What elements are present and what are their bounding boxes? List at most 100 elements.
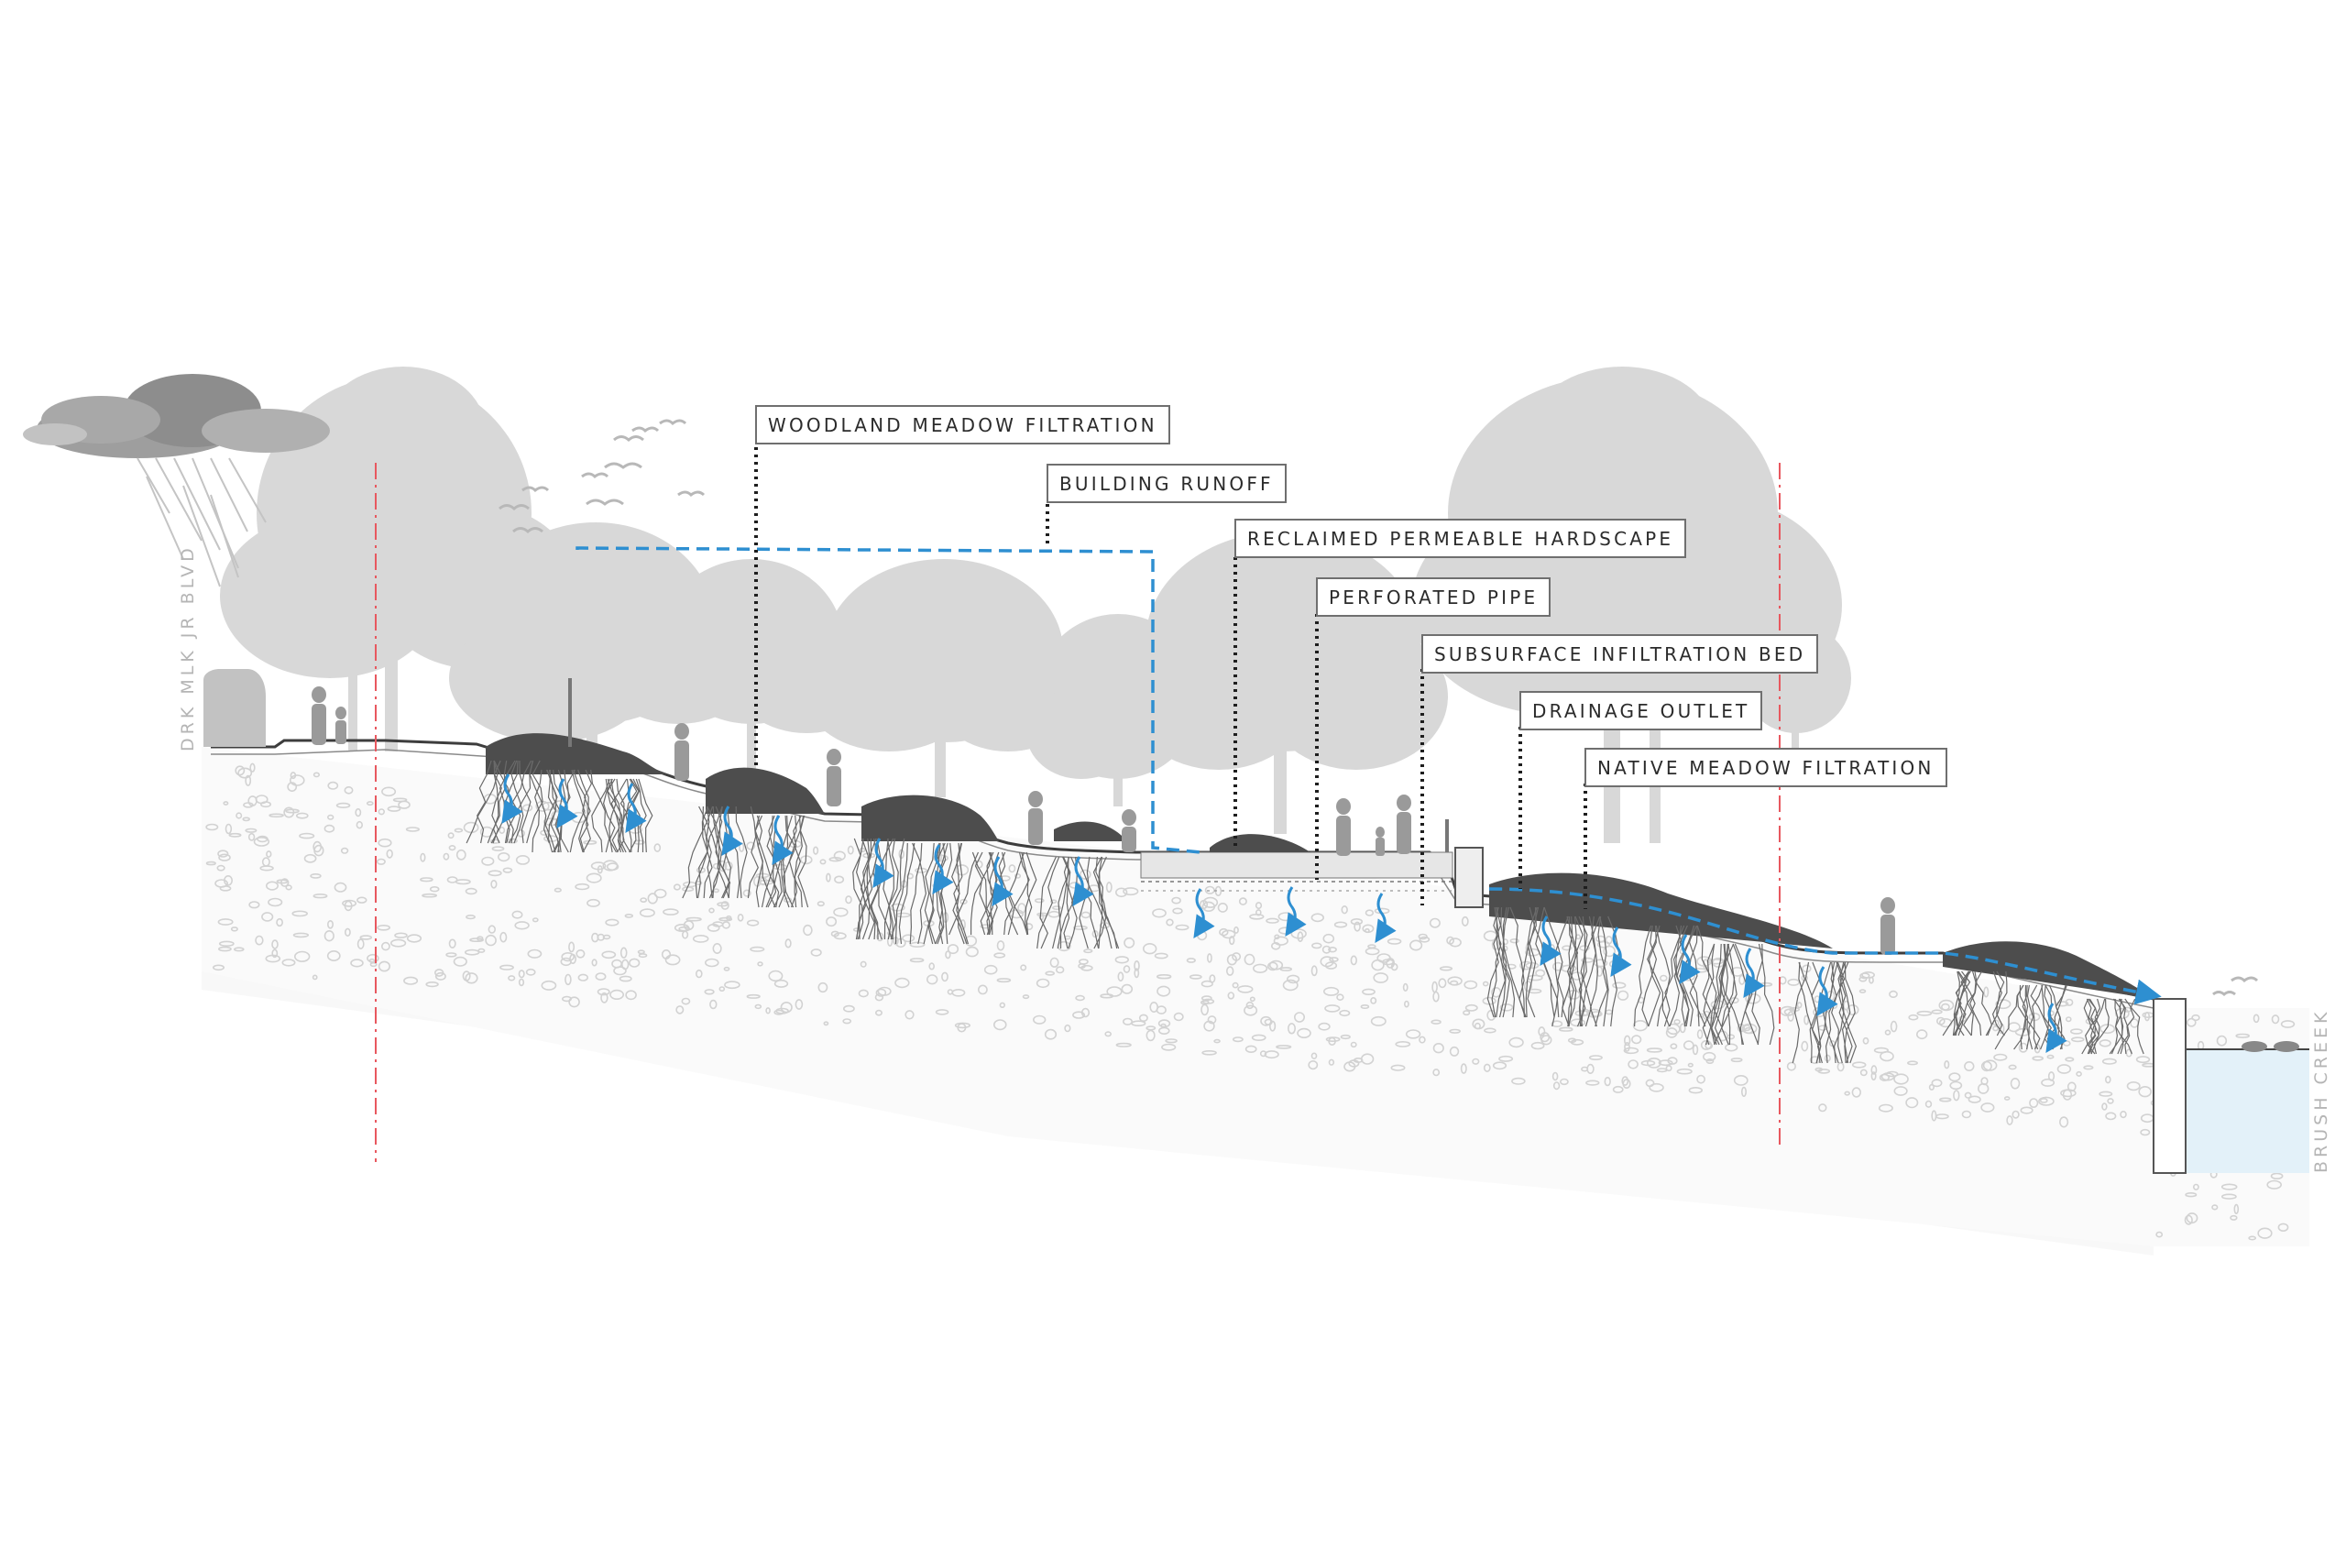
soil-particle [586, 872, 602, 883]
soil-particle [1880, 1050, 1894, 1062]
soil-particle [271, 948, 279, 959]
soil-particle [378, 808, 385, 816]
soil-particle [2233, 1203, 2240, 1214]
root-strand [883, 838, 894, 940]
soil-particle [405, 827, 421, 832]
soil-particle [1472, 1058, 1480, 1065]
soil-particle [586, 898, 600, 907]
soil-particle [721, 921, 731, 929]
soil-particle [1360, 1004, 1370, 1010]
soil-particle [1851, 1087, 1862, 1098]
soil-particle [2012, 1110, 2020, 1119]
soil-particle [663, 908, 679, 916]
soil-particle [1851, 1061, 1867, 1069]
soil-particle [310, 873, 322, 879]
soil-particle [488, 925, 496, 934]
soil-particle [312, 893, 328, 899]
soil-particle [2041, 1078, 2055, 1087]
soil-particle [1446, 936, 1454, 945]
soil-particle [447, 832, 455, 839]
soil-particle [674, 923, 690, 932]
soil-particle [757, 961, 763, 967]
root-strand [1962, 970, 1976, 1036]
soil-particle [422, 893, 437, 898]
soil-particle [993, 952, 1006, 959]
soil-particle [1869, 976, 1874, 984]
root-strand [1551, 916, 1569, 1027]
soil-particle [1064, 1024, 1071, 1033]
soil-particle [285, 884, 292, 891]
soil-particle [1623, 1035, 1631, 1047]
root-strand [1063, 856, 1070, 949]
soil-particle [1207, 1015, 1217, 1025]
soil-particle [773, 1009, 784, 1015]
soil-particle [568, 941, 576, 953]
soil-particle [2029, 1098, 2039, 1108]
root-strand [1696, 925, 1722, 1027]
soil-particle [576, 949, 586, 959]
soil-particle [795, 999, 804, 1010]
soil-particle [303, 853, 317, 863]
soil-particle [595, 972, 607, 981]
soil-particle [1328, 1058, 1335, 1066]
soil-particle [2066, 1016, 2072, 1023]
soil-particle [2101, 1102, 2108, 1111]
soil-particle [2192, 1183, 2199, 1190]
soil-particle [1499, 1003, 1514, 1012]
soil-particle [859, 847, 866, 852]
root-strand [1576, 916, 1587, 1027]
soil-particle [1551, 1071, 1559, 1081]
soil-particle [2230, 1214, 2238, 1221]
soil-particle [1623, 1047, 1639, 1055]
root-strand [909, 842, 923, 945]
soil-particle [205, 823, 219, 831]
root-strand [708, 806, 722, 899]
soil-particle [1889, 990, 1898, 998]
soil-particle [1072, 1011, 1086, 1019]
soil-particle [1660, 974, 1668, 982]
soil-particle [350, 959, 364, 968]
root-strand [1985, 970, 2008, 1036]
soil-particle [1055, 966, 1065, 974]
root-strand [573, 769, 589, 853]
soil-particle [1264, 1050, 1279, 1059]
soil-particle [1339, 1009, 1351, 1017]
root-strand [971, 851, 994, 936]
callout-subsurface-infiltration-bed: SUBSURFACE INFILTRATION BED [1421, 634, 1819, 674]
soil-particle [565, 973, 572, 986]
soil-particle [685, 916, 702, 922]
soil-particle [1705, 1058, 1715, 1065]
infiltration-arrow [1816, 966, 1838, 1016]
soil-particle [775, 1007, 789, 1014]
soil-particle [1964, 1061, 1975, 1072]
soil-particle [1152, 908, 1167, 918]
soil-particle [1858, 976, 1868, 982]
soil-particle [1238, 897, 1247, 905]
root-strand [948, 851, 980, 936]
soil-particle [2069, 1028, 2083, 1035]
soil-particle [819, 859, 827, 865]
soil-particle [1944, 1059, 1950, 1069]
soil-particle [1931, 1079, 1943, 1088]
soil-particle [1992, 1025, 1999, 1032]
soil-particle [1492, 1061, 1507, 1070]
soil-particle [746, 841, 756, 850]
soil-particle [826, 872, 831, 883]
soil-particle [1106, 986, 1123, 997]
soil-particle [1484, 1027, 1496, 1034]
soil-particle [323, 929, 334, 942]
soil-particle [2270, 1172, 2284, 1180]
soil-particle [1449, 1028, 1461, 1034]
soil-particle [235, 765, 246, 776]
root-strand [1595, 916, 1608, 1027]
root-strand [898, 842, 915, 945]
soil-particle [629, 958, 641, 968]
people-silhouettes [203, 669, 1895, 955]
soil-particle [842, 1018, 852, 1025]
soil-particle [1472, 1018, 1485, 1030]
soil-particle [1044, 1028, 1058, 1040]
soil-particle [765, 1007, 771, 1014]
soil-particle [245, 828, 258, 833]
soil-particle [1244, 1045, 1257, 1054]
root-strand [2088, 998, 2106, 1055]
